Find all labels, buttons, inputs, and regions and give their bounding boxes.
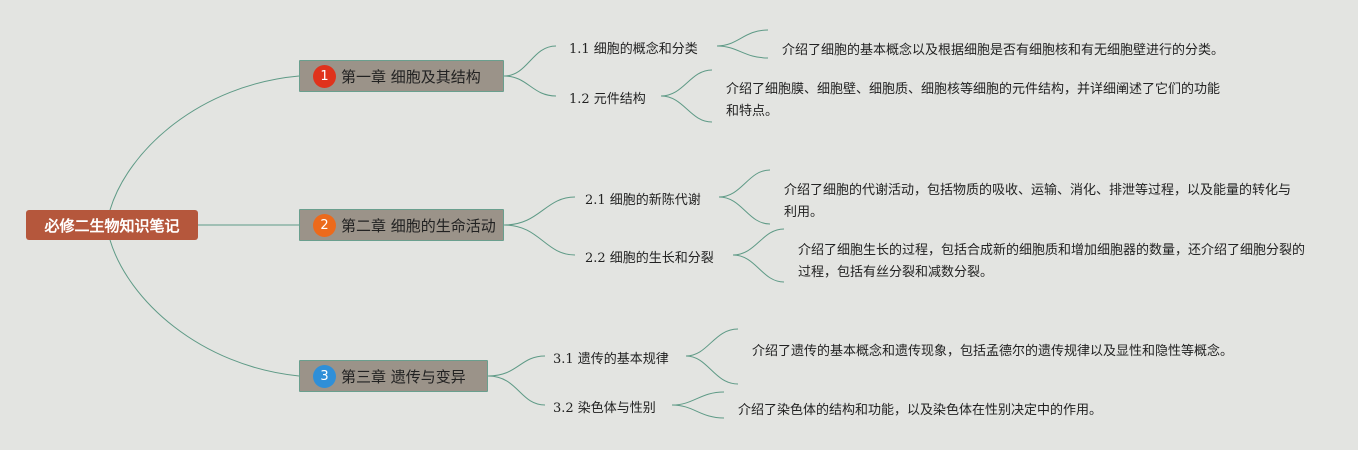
chapter-node-1[interactable]: 1 第一章 细胞及其结构 [299,60,504,92]
link-ch2-s1 [503,196,576,226]
number-badge-icon: 2 [313,213,336,237]
chapter-title: 第一章 细胞及其结构 [341,67,481,86]
section-desc-1-2: 介绍了细胞膜、细胞壁、细胞质、细胞核等细胞的元件结构，并详细阐述了它们的功能和特… [726,82,1221,119]
section-node-3-1[interactable]: 3.1 遗传的基本规律 [553,352,669,367]
link-ch3-s1 [487,355,546,377]
link-root-ch1 [109,75,300,211]
link-s22-desc-b [732,254,785,283]
chapter-title: 第三章 遗传与变异 [341,367,466,386]
link-s31-desc-b [685,355,739,385]
number-badge-icon: 1 [313,64,336,88]
link-ch1-s1 [503,45,557,77]
section-node-1-2[interactable]: 1.2 元件结构 [569,92,646,107]
chapter-node-2[interactable]: 2 第二章 细胞的生命活动 [299,209,504,241]
link-s11-desc [716,29,769,47]
root-label: 必修二生物知识笔记 [44,216,180,235]
link-root-ch3 [109,239,300,377]
chapter-title: 第二章 细胞的生命活动 [341,216,496,235]
section-desc-2-1: 介绍了细胞的代谢活动，包括物质的吸收、运输、消化、排泄等过程，以及能量的转化与利… [784,183,1292,220]
root-node[interactable]: 必修二生物知识笔记 [26,210,198,240]
link-ch3-s2 [487,375,546,406]
link-ch2-s2 [503,224,576,256]
link-s32-desc [671,391,725,406]
link-s31-desc [685,328,739,357]
link-s22-desc [732,228,785,256]
section-node-2-1[interactable]: 2.1 细胞的新陈代谢 [585,193,701,208]
link-s21-desc [718,169,771,198]
section-node-2-2[interactable]: 2.2 细胞的生长和分裂 [585,251,714,266]
link-s12-desc [660,69,713,97]
link-s32-desc-b [671,404,725,419]
section-node-3-2[interactable]: 3.2 染色体与性别 [553,401,656,416]
link-ch1-s2 [503,75,557,97]
section-desc-3-2: 介绍了染色体的结构和功能，以及染色体在性别决定中的作用。 [738,403,1103,418]
chapter-node-3[interactable]: 3 第三章 遗传与变异 [299,360,488,392]
section-desc-1-1: 介绍了细胞的基本概念以及根据细胞是否有细胞核和有无细胞壁进行的分类。 [782,43,1225,58]
link-s12-desc-b [660,95,713,123]
number-badge-icon: 3 [313,364,336,388]
link-s11-desc-b [716,45,769,59]
section-desc-2-2: 介绍了细胞生长的过程，包括合成新的细胞质和增加细胞器的数量，还介绍了细胞分裂的过… [798,243,1306,280]
section-desc-3-1: 介绍了遗传的基本概念和遗传现象，包括孟德尔的遗传规律以及显性和隐性等概念。 [752,344,1234,359]
section-node-1-1[interactable]: 1.1 细胞的概念和分类 [569,42,698,57]
link-s21-desc-b [718,196,771,225]
